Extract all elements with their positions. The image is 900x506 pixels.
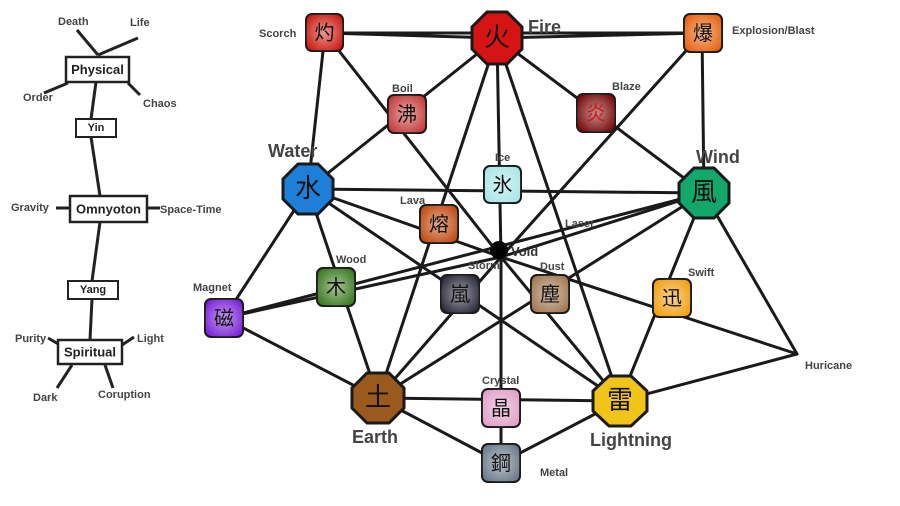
fire-label: Fire (528, 17, 561, 37)
life-label: Life (130, 17, 150, 29)
water-label: Water (268, 141, 317, 161)
spiritual-label: Spiritual (64, 345, 116, 360)
crystal-node: 晶 (481, 388, 521, 428)
lava-label: Lava (400, 195, 426, 207)
gravity-label: Gravity (11, 202, 50, 214)
earth-label: Earth (352, 427, 398, 447)
wind-label: Wind (696, 147, 740, 167)
lightning-node: 雷 (591, 374, 649, 428)
wind-node: 風 (677, 166, 731, 220)
omnyoton-box: Omnyoton (68, 194, 149, 224)
explosion-kanji: 爆 (693, 21, 713, 45)
metal-kanji: 鋼 (491, 451, 511, 475)
order-label: Order (23, 92, 54, 104)
swift-label: Swift (688, 267, 715, 279)
boil-kanji: 沸 (397, 102, 417, 126)
wood-label: Wood (336, 254, 366, 266)
blaze-kanji: 炎 (586, 101, 606, 125)
lava-node: 熔 (419, 204, 459, 244)
explosion-node: 爆 (683, 13, 723, 53)
scorch-label: Scorch (259, 28, 297, 40)
ice-label: Ice (495, 152, 510, 164)
blaze-label: Blaze (612, 81, 641, 93)
light-label: Light (137, 333, 164, 345)
void-node: Void (490, 241, 538, 259)
omnyoton-label: Omnyoton (76, 202, 141, 217)
boil-node: 沸 (387, 94, 427, 134)
lightning-kanji: 雷 (607, 386, 633, 416)
laser-label: Laser (565, 218, 595, 230)
ice-node: 氷 (483, 165, 522, 204)
blaze-node: 炎 (576, 93, 616, 133)
magnet-label: Magnet (193, 282, 232, 294)
death-label: Death (58, 16, 89, 28)
water-node: 水 (281, 162, 335, 216)
crystal-label: Crystal (482, 375, 519, 387)
metal-node: 鋼 (481, 443, 521, 483)
physical-box: Physical (64, 55, 131, 84)
crystal-kanji: 晶 (491, 396, 511, 420)
swift-kanji: 迅 (662, 286, 682, 310)
void-label: Void (511, 244, 538, 259)
dark-label: Dark (33, 392, 58, 404)
storm-label: Storm (468, 260, 500, 272)
fire-node: 火 (470, 10, 524, 66)
coruption-label: Coruption (98, 389, 151, 401)
storm-kanji: 嵐 (450, 282, 470, 306)
dust-node: 塵 (530, 274, 570, 314)
spiritual-box: Spiritual (56, 338, 124, 366)
lava-kanji: 熔 (429, 212, 449, 236)
chaos-label: Chaos (143, 98, 177, 110)
wind-kanji: 風 (691, 178, 717, 208)
scorch-node: 灼 (305, 13, 344, 52)
huricane-label: Huricane (805, 360, 852, 372)
physical-label: Physical (71, 62, 124, 77)
yin-box: Yin (75, 118, 117, 138)
scorch-kanji: 灼 (315, 21, 335, 45)
swift-node: 迅 (652, 278, 692, 318)
purity-label: Purity (15, 333, 47, 345)
yang-label: Yang (80, 284, 106, 296)
wood-kanji: 木 (326, 275, 346, 299)
wood-node: 木 (316, 267, 356, 307)
storm-node: 嵐 (440, 274, 480, 314)
metal-label: Metal (540, 467, 568, 479)
water-kanji: 水 (295, 174, 321, 204)
yang-box: Yang (67, 280, 119, 300)
explosion-label: Explosion/Blast (732, 25, 815, 37)
ice-kanji: 氷 (493, 173, 513, 197)
magnet-kanji: 磁 (214, 306, 234, 330)
dust-label: Dust (540, 261, 565, 273)
lightning-label: Lightning (590, 430, 672, 450)
earth-node: 土 (350, 371, 406, 425)
yin-label: Yin (88, 122, 105, 134)
boil-label: Boil (392, 83, 413, 95)
space-time-label: Space-Time (160, 204, 222, 216)
dust-kanji: 塵 (540, 282, 560, 306)
magnet-node: 磁 (204, 298, 244, 338)
fire-kanji: 火 (484, 23, 510, 53)
earth-kanji: 土 (365, 383, 391, 413)
